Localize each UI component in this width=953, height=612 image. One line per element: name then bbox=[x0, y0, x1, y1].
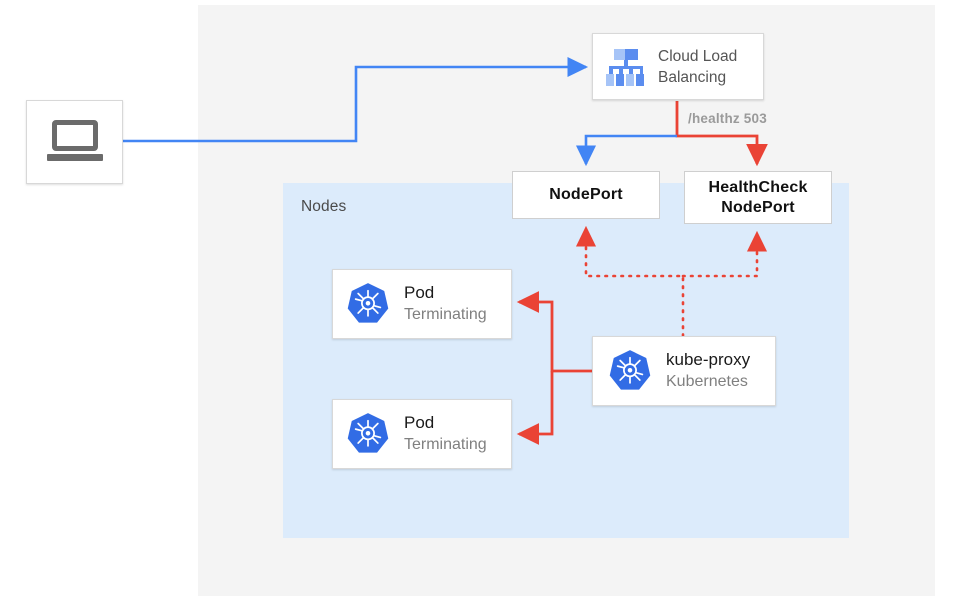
laptop-icon bbox=[46, 120, 103, 164]
nodeport-label: NodePort bbox=[549, 186, 623, 203]
kubernetes-icon bbox=[607, 348, 653, 394]
pod-card-1: Pod Terminating bbox=[332, 269, 512, 339]
kubernetes-icon bbox=[345, 281, 391, 327]
cloud-load-balancing-card: Cloud Load Balancing bbox=[592, 33, 764, 100]
pod-title-1: Pod bbox=[404, 283, 435, 302]
healthz-edge-label: /healthz 503 bbox=[688, 111, 767, 126]
pod-title-2: Pod bbox=[404, 413, 435, 432]
nodeport-card: NodePort bbox=[512, 171, 660, 219]
healthcheck-nodeport-card: HealthCheck NodePort bbox=[684, 171, 832, 224]
cloud-load-balancing-label: Cloud Load Balancing bbox=[658, 47, 738, 86]
pod-status-1: Terminating bbox=[404, 306, 487, 323]
pod-text-1: Pod Terminating bbox=[404, 282, 487, 326]
nodes-panel-label: Nodes bbox=[301, 198, 347, 215]
kubernetes-icon bbox=[345, 411, 391, 457]
cloud-load-balancing-icon bbox=[604, 46, 646, 88]
pod-card-2: Pod Terminating bbox=[332, 399, 512, 469]
pod-status-2: Terminating bbox=[404, 436, 487, 453]
kube-proxy-text: kube-proxy Kubernetes bbox=[666, 349, 750, 393]
healthcheck-nodeport-label: HealthCheck NodePort bbox=[708, 178, 808, 216]
kube-proxy-card: kube-proxy Kubernetes bbox=[592, 336, 776, 406]
pod-text-2: Pod Terminating bbox=[404, 412, 487, 456]
client-laptop-card bbox=[26, 100, 123, 184]
kube-proxy-subtitle: Kubernetes bbox=[666, 373, 748, 390]
kube-proxy-title: kube-proxy bbox=[666, 350, 751, 369]
